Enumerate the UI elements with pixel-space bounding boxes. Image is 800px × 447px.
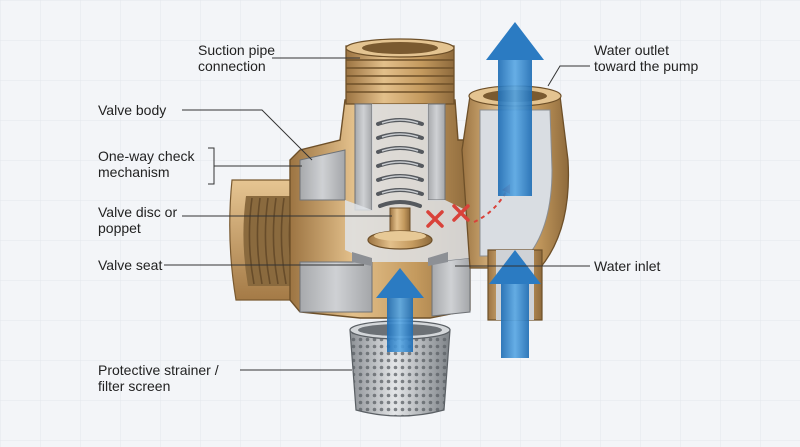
label-outlet-line2: toward the pump <box>594 58 699 74</box>
label-valve-body: Valve body <box>98 102 166 118</box>
suction-pipe-connection <box>345 38 455 105</box>
strainer <box>349 320 451 417</box>
label-body-text: Valve body <box>98 102 167 118</box>
leader-outlet <box>547 65 590 87</box>
label-strainer: Protective strainer / filter screen <box>98 362 219 394</box>
label-valve-seat: Valve seat <box>98 257 162 273</box>
label-suction-pipe: Suction pipe connection <box>198 42 275 74</box>
flow-arrow-center <box>376 268 424 352</box>
label-valve-disc: Valve disc or poppet <box>98 204 177 236</box>
label-disc-line1: Valve disc or <box>98 204 178 220</box>
label-strainer-line1: Protective strainer / <box>98 362 219 378</box>
flow-arrow-inlet <box>489 250 541 358</box>
reverse-flow-arrow <box>473 187 509 223</box>
label-check-mechanism: One-way check mechanism <box>98 148 194 180</box>
label-water-outlet: Water outlet toward the pump <box>594 42 698 74</box>
label-disc-line2: poppet <box>98 220 141 236</box>
blocked-flow-marks <box>426 204 470 228</box>
leader-body <box>182 109 313 161</box>
label-strainer-line2: filter screen <box>98 378 171 394</box>
label-water-inlet: Water inlet <box>594 258 660 274</box>
valve-seat <box>352 252 448 266</box>
flow-arrow-outlet <box>486 22 544 196</box>
label-suction-line2: connection <box>198 58 266 74</box>
label-outlet-line1: Water outlet <box>594 42 669 58</box>
label-suction-line1: Suction pipe <box>198 42 276 58</box>
label-seat-text: Valve seat <box>98 257 163 273</box>
leader-check <box>208 147 302 185</box>
spring-highlight <box>381 119 419 194</box>
leader-lines <box>164 57 590 371</box>
label-check-line2: mechanism <box>98 164 170 180</box>
label-inlet-text: Water inlet <box>594 258 661 274</box>
valve-disc-poppet <box>367 207 433 250</box>
label-check-line1: One-way check <box>98 148 195 164</box>
